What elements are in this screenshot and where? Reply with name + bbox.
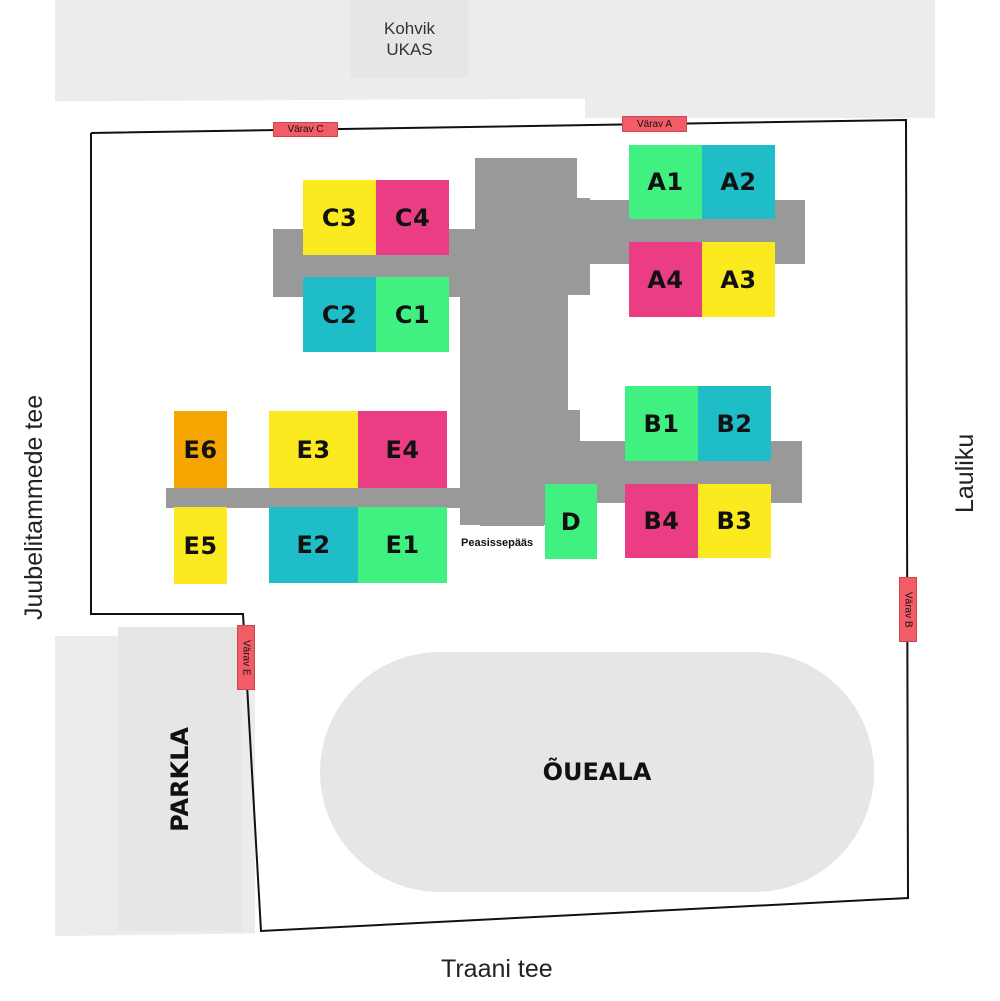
left-street-strip <box>0 0 55 1001</box>
room-d[interactable]: D <box>545 484 597 559</box>
room-e3[interactable]: E3 <box>269 411 358 488</box>
room-e1[interactable]: E1 <box>358 507 447 583</box>
room-e5[interactable]: E5 <box>174 507 227 584</box>
room-c1[interactable]: C1 <box>376 277 449 352</box>
room-a1[interactable]: A1 <box>629 145 702 219</box>
gate-a[interactable]: Värav A <box>622 116 687 132</box>
top-left-gray <box>55 0 935 100</box>
room-b2[interactable]: B2 <box>698 386 771 461</box>
room-b3[interactable]: B3 <box>698 484 771 558</box>
yard-area[interactable]: ÕUEALA <box>320 652 874 892</box>
room-c3[interactable]: C3 <box>303 180 376 255</box>
building-core-top <box>475 158 577 198</box>
cafe-name-line1: Kohvik <box>383 19 436 38</box>
room-a4[interactable]: A4 <box>629 242 702 317</box>
gate-b[interactable]: Värav B <box>899 577 917 642</box>
building-entrance-block <box>480 500 544 526</box>
building-e-corridor <box>166 488 462 508</box>
bottom-ground <box>0 968 1000 1001</box>
street-right-label: Lauliku <box>951 433 979 513</box>
room-c4[interactable]: C4 <box>376 180 449 255</box>
room-b1[interactable]: B1 <box>625 386 698 461</box>
street-bottom-label: Traani tee <box>441 955 553 983</box>
room-b4[interactable]: B4 <box>625 484 698 558</box>
room-a2[interactable]: A2 <box>702 145 775 219</box>
right-street-strip <box>935 0 1000 1001</box>
building-core-a-wing <box>475 198 590 295</box>
room-e2[interactable]: E2 <box>269 507 358 583</box>
gate-e[interactable]: Värav E <box>237 625 255 690</box>
gate-c[interactable]: Värav C <box>273 122 338 137</box>
yard-label: ÕUEALA <box>542 758 652 786</box>
room-e4[interactable]: E4 <box>358 411 447 488</box>
building-core-mid <box>460 295 568 415</box>
street-left-label: Juubelitammede tee <box>20 394 48 620</box>
room-c2[interactable]: C2 <box>303 277 376 352</box>
cafe-name-line2: UKAS <box>386 40 433 59</box>
cafe-building[interactable]: Kohvik UKAS <box>351 0 468 78</box>
room-e6[interactable]: E6 <box>174 411 227 488</box>
room-a3[interactable]: A3 <box>702 242 775 317</box>
parking-area[interactable]: PARKLA <box>118 627 242 931</box>
main-entrance-label: Peasissepääs <box>461 537 534 549</box>
